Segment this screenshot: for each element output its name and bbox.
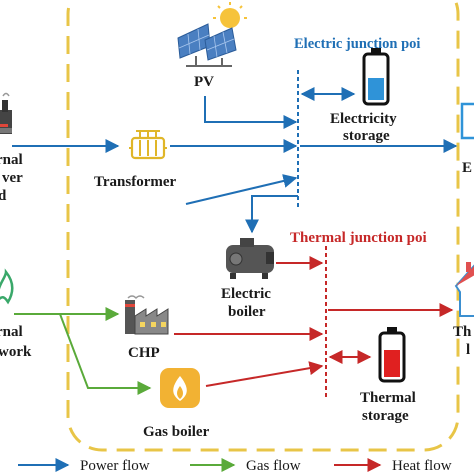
transformer-icon [129, 130, 167, 160]
external-power-label-1: rnal [0, 152, 23, 168]
heat-flow-arrows [174, 256, 454, 387]
electricity-storage-label-2: storage [343, 128, 390, 144]
solar-panel-icon [177, 23, 237, 67]
legend-heat-label: Heat flow [392, 458, 452, 474]
electric-load-label: E [462, 160, 472, 176]
transformer-label: Transformer [94, 174, 177, 190]
power-plant-icon [0, 92, 12, 134]
external-power-label-3: d [0, 188, 7, 204]
electric-junction-title: Electric junction poi [294, 36, 420, 52]
pv-label: PV [194, 74, 214, 90]
energy-hub-boundary [66, 0, 460, 452]
thermal-storage-label-2: storage [362, 408, 409, 424]
thermal-junction-title: Thermal junction poi [290, 230, 427, 246]
electric-boiler-label-2: boiler [228, 304, 266, 320]
electric-boiler-label-1: Electric [221, 286, 271, 302]
electricity-storage-label-1: Electricity [330, 111, 397, 127]
electric-boiler-icon [226, 238, 274, 279]
thermal-load-label-1: Th [453, 324, 472, 340]
power-flow-arrows [12, 87, 458, 234]
thermal-storage-label-1: Thermal [360, 390, 416, 406]
legend-power-label: Power flow [80, 458, 150, 474]
thermal-battery-icon [378, 327, 406, 383]
factory-icon [125, 295, 169, 335]
gas-flow-arrows [14, 307, 152, 395]
gas-boiler-label: Gas boiler [143, 424, 210, 440]
chp-label: CHP [128, 345, 160, 361]
external-gas-label-2: work [0, 344, 32, 360]
sun-icon [213, 2, 247, 28]
legend-gas-label: Gas flow [246, 458, 301, 474]
battery-icon [362, 48, 390, 106]
gas-network-icon [0, 268, 14, 305]
external-power-label-2: ver [2, 170, 23, 186]
thermal-load-label-2: l [466, 342, 470, 358]
legend: Power flow Gas flow Heat flow [18, 458, 452, 474]
house-icon [454, 262, 474, 317]
external-gas-label-1: rnal [0, 324, 23, 340]
gas-boiler-icon [160, 368, 200, 408]
electric-load-icon [460, 102, 474, 140]
